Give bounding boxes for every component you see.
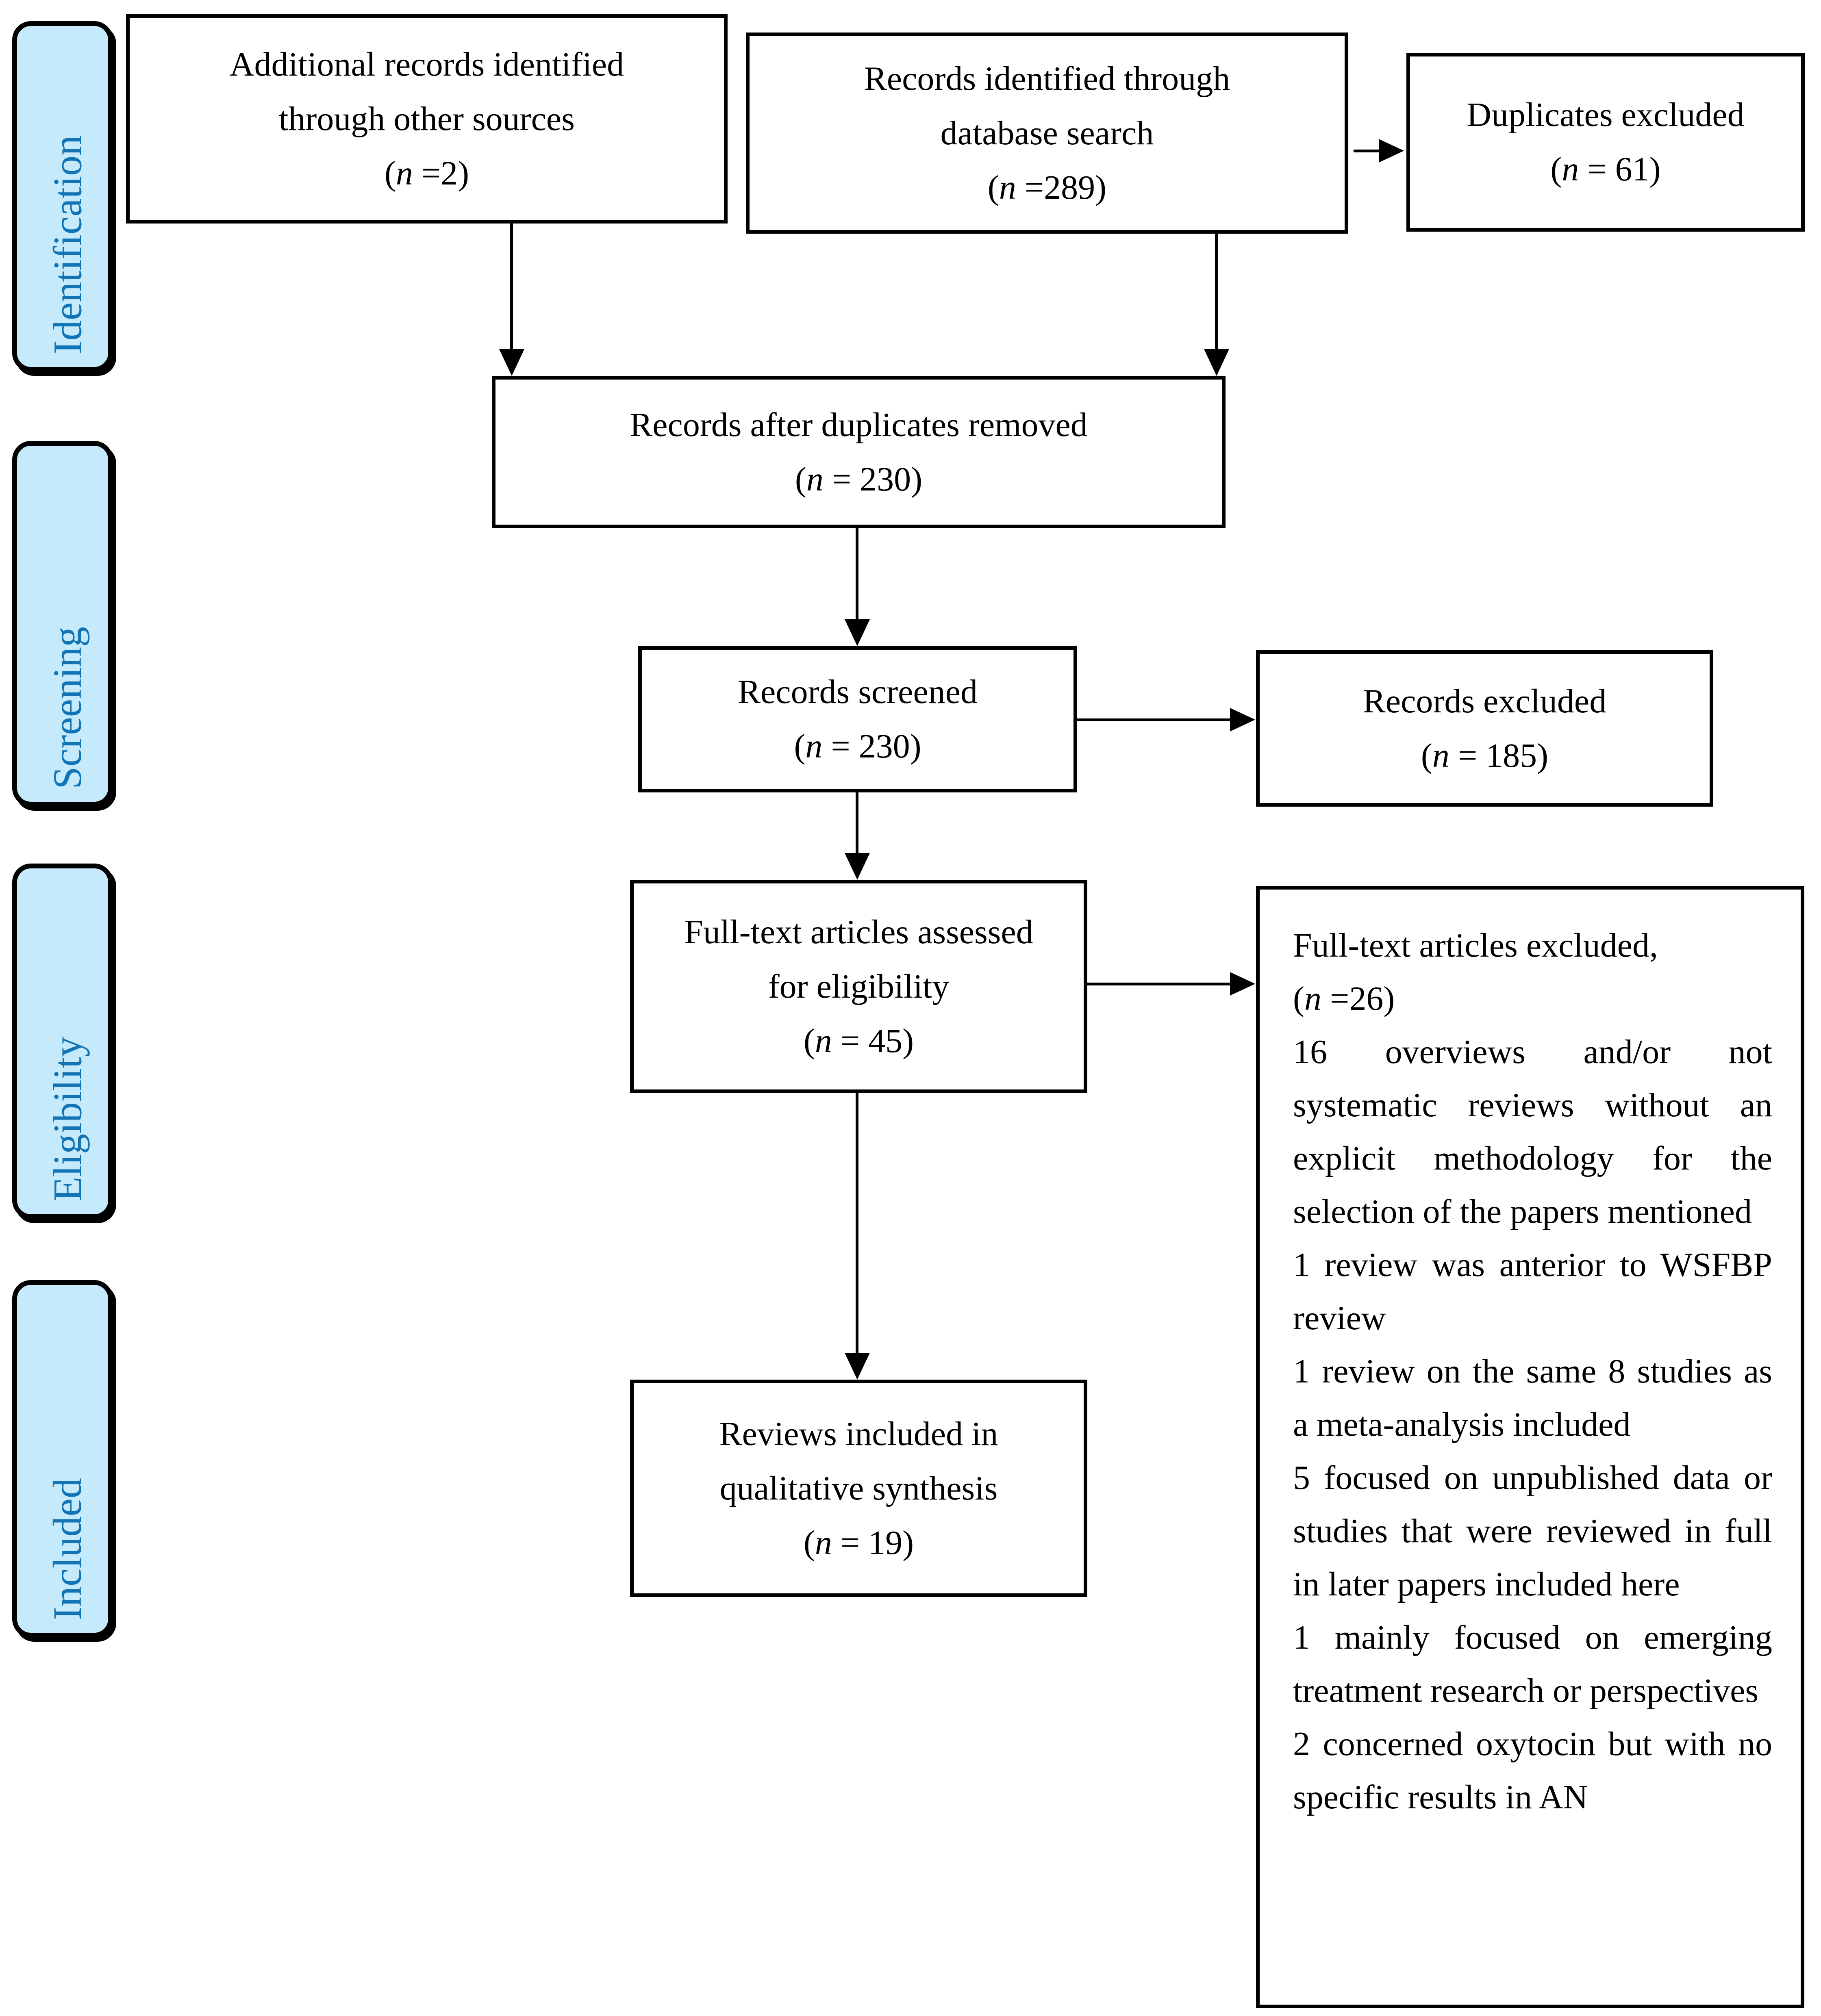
- box-records-excluded: Records excluded (n = 185): [1256, 650, 1713, 807]
- stage-identification-label: Identification: [45, 135, 90, 354]
- box-text-line: Duplicates excluded: [1467, 96, 1745, 134]
- box-text-line: 2 concerned oxytocin but with no specifi…: [1293, 1725, 1772, 1816]
- box-text-line: Full-text articles assessed: [684, 913, 1033, 951]
- box-text-line: (n = 230): [795, 460, 923, 498]
- box-text-line: for eligibility: [768, 967, 950, 1005]
- stage-included-label: Included: [45, 1478, 90, 1620]
- box-text-line: Records after duplicates removed: [630, 406, 1088, 444]
- box-duplicates-excluded: Duplicates excluded (n = 61): [1406, 53, 1805, 232]
- stage-included: Included: [12, 1280, 113, 1638]
- stage-identification: Identification: [12, 21, 113, 372]
- box-text-line: 1 review was anterior to WSFBP review: [1293, 1246, 1772, 1337]
- box-text-line: 1 mainly focused on emerging treatment r…: [1293, 1619, 1772, 1710]
- box-text-line: (n = 19): [803, 1523, 914, 1562]
- box-fulltext-assessed: Full-text articles assessed for eligibili…: [630, 880, 1087, 1093]
- stage-screening: Screening: [12, 441, 113, 807]
- box-text-line: 5 focused on unpublished data or studies…: [1293, 1459, 1772, 1603]
- box-text-line: (n =26): [1293, 980, 1395, 1018]
- box-text-line: (n =289): [987, 168, 1107, 206]
- box-text-line: Records identified through: [864, 59, 1230, 98]
- box-text-line: Full-text articles excluded,: [1293, 927, 1658, 964]
- box-text-line: database search: [940, 114, 1154, 152]
- box-records-screened: Records screened (n = 230): [638, 646, 1077, 792]
- box-text-line: (n = 61): [1550, 150, 1661, 188]
- stage-eligibility-label: Eligibility: [45, 1036, 90, 1202]
- box-after-duplicates: Records after duplicates removed (n = 230…: [492, 376, 1226, 528]
- box-text-line: Reviews included in: [719, 1415, 998, 1453]
- box-text-line: through other sources: [279, 100, 575, 138]
- box-text-line: (n = 230): [794, 727, 921, 765]
- box-additional-records: Additional records identified through oth…: [126, 14, 728, 224]
- box-reviews-included: Reviews included in qualitative synthesis…: [630, 1380, 1087, 1597]
- box-text-line: Records excluded: [1362, 682, 1607, 720]
- box-text-line: 1 review on the same 8 studies as a meta…: [1293, 1352, 1772, 1443]
- box-text-line: (n = 185): [1421, 736, 1549, 775]
- box-fulltext-excluded: Full-text articles excluded, (n =26) 16 ov…: [1256, 886, 1804, 2008]
- box-text-line: 16 overviews and/or not systematic revie…: [1293, 1033, 1772, 1230]
- box-text-line: (n =2): [384, 154, 469, 192]
- box-text-line: Records screened: [737, 673, 978, 711]
- stage-screening-label: Screening: [45, 627, 90, 789]
- stage-eligibility: Eligibility: [12, 864, 113, 1219]
- box-text-line: qualitative synthesis: [719, 1469, 998, 1507]
- box-text-line: (n = 45): [803, 1022, 914, 1060]
- box-text-line: Additional records identified: [229, 45, 624, 83]
- box-database-records: Records identified through database searc…: [746, 33, 1348, 234]
